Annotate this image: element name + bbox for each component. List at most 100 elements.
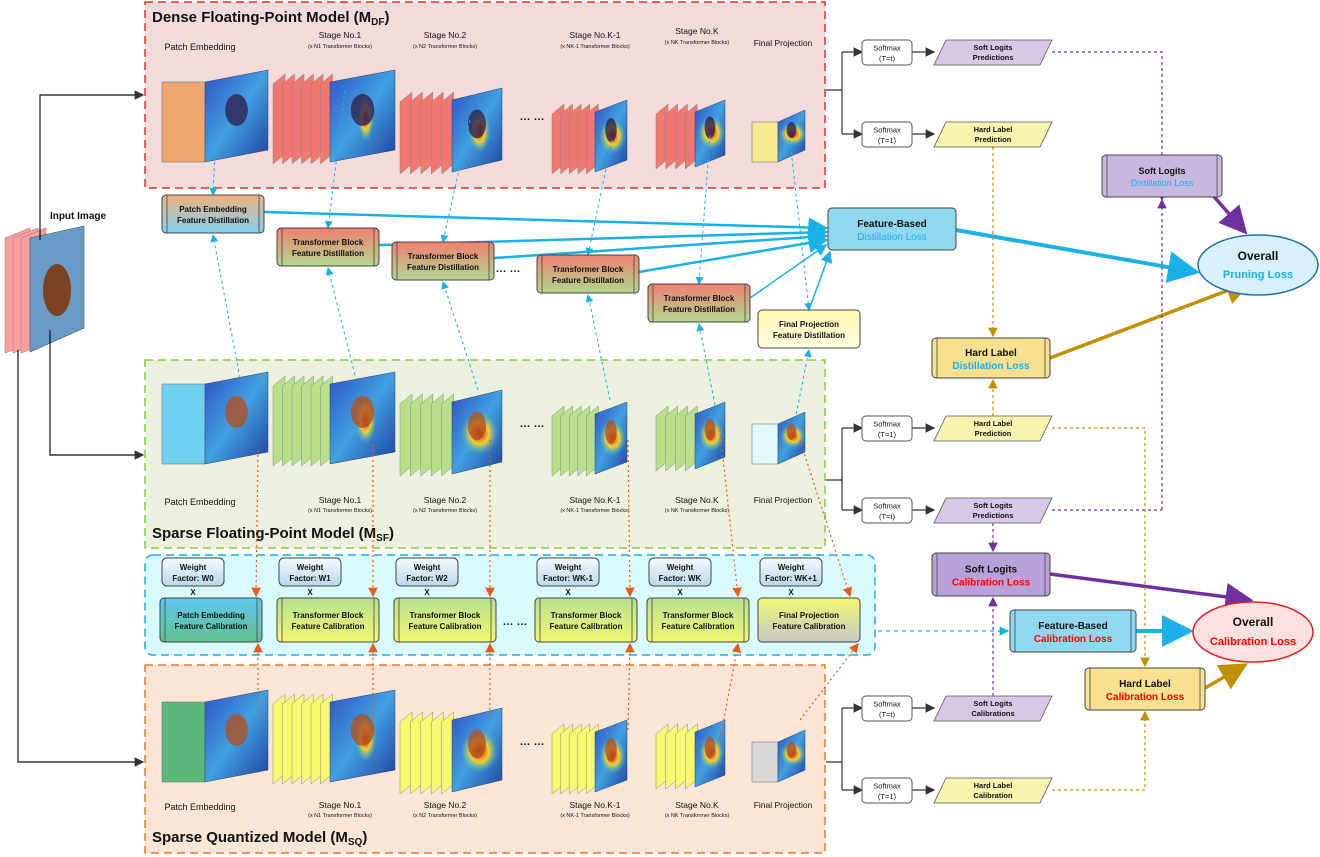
weight-factor-3-line1: Weight (555, 563, 582, 572)
output-quant_hard (933, 777, 1053, 804)
output-dense_hard-line2: Prediction (975, 135, 1012, 144)
soft-calib-to-overall-arrow (1049, 572, 1254, 611)
stage-blocks-sk: (x NK Transformer Blocks) (665, 40, 730, 46)
output-quant_soft-line1: Soft Logits (973, 699, 1012, 708)
feature-calibration-loss (1009, 609, 1137, 653)
weight-factor-2-line2: Factor: W2 (406, 574, 448, 583)
dense-model-title: Dense Floating-Point Model (MDF) (152, 9, 390, 28)
input-to-quant-arrow (17, 350, 145, 767)
stage-label-s1: Stage No.1 (319, 495, 362, 505)
softmax-hard-box-line2: (T=1) (878, 136, 897, 145)
softmax-hard-box (861, 777, 913, 804)
calibration-box-0-line1: Patch Embedding (177, 611, 245, 620)
softmax-hard-box (861, 121, 913, 148)
horse-icon (225, 714, 248, 746)
feature-distillation-loss-line2: Distillation Loss (857, 232, 926, 243)
stage-label-sk: Stage No.K (675, 495, 719, 505)
softmax-soft-box (861, 497, 913, 524)
input-image-label: Input Image (50, 211, 107, 222)
calibration-box-4-line1: Transformer Block (663, 611, 734, 620)
dense-to-distill-arrow (789, 139, 813, 311)
horse-icon (786, 424, 797, 440)
horse-icon (704, 736, 716, 759)
quant-hard-to-calib (1052, 710, 1150, 791)
softmax-hard-box (861, 415, 913, 442)
distillation-box-3-line2: Feature Distillation (552, 276, 624, 285)
overall-calibration-loss-line1: Overall (1233, 615, 1274, 629)
distillation-box-3-line1: Transformer Block (553, 265, 624, 274)
distillation-box-5-line1: Final Projection (779, 320, 839, 329)
calibration-box-5 (757, 597, 861, 643)
sparse-to-distill-arrow (210, 234, 241, 379)
weight-factor-5-line1: Weight (778, 563, 805, 572)
soft-logits-distillation-loss (1101, 154, 1223, 198)
branch-line (826, 708, 843, 790)
distill-to-loss-arrow (638, 233, 829, 274)
ellipsis: … … (519, 111, 544, 123)
feature-distillation-loss-line1: Feature-Based (857, 219, 926, 230)
stage-label-final: Final Projection (754, 800, 813, 810)
calibration-box-2-line2: Feature Calibration (409, 622, 482, 631)
softmax-hard-box-line2: (T=1) (878, 430, 897, 439)
stage-label-s2: Stage No.2 (424, 800, 467, 810)
stage-label-patch: Patch Embedding (164, 497, 235, 507)
dense-to-distill-arrow (440, 119, 471, 243)
multiply-sign: X (677, 588, 683, 597)
dense-to-distill-arrow (695, 134, 711, 285)
hard-label-distillation-loss-line2: Distillation Loss (952, 361, 1030, 372)
horse-icon (350, 396, 375, 428)
softmax-hard-box-line1: Softmax (873, 126, 901, 135)
stage-blocks-sk1: (x NK-1 Transformer Blocks) (560, 813, 630, 819)
horse-icon (225, 396, 248, 428)
hard-label-calibration-loss-line1: Hard Label (1119, 679, 1171, 690)
distillation-box-5-line2: Feature Distillation (773, 331, 845, 340)
horse-icon (786, 742, 797, 758)
weight-factor-0-line2: Factor: W0 (172, 574, 214, 583)
stage-blocks-s2: (x N2 Transformer Blocks) (413, 508, 477, 514)
output-sparse_soft-line2: Predictions (973, 511, 1014, 520)
soft-logits-distillation-loss-line2: Distillation Loss (1131, 178, 1194, 188)
feature-distillation-loss (827, 207, 957, 251)
ellipsis: … … (519, 418, 544, 430)
stage-blocks-sk1: (x NK-1 Transformer Blocks) (560, 44, 630, 50)
quant-to-calib-arrow (719, 642, 742, 741)
sparse-to-distill-arrow (325, 267, 356, 376)
quant-final-block (751, 741, 779, 783)
horse-icon (468, 729, 486, 759)
distillation-box-0-line1: Patch Embedding (179, 205, 247, 214)
stage-label-patch: Patch Embedding (164, 42, 235, 52)
weight-factor-3-line2: Factor: WK-1 (543, 574, 593, 583)
multiply-sign: X (424, 588, 430, 597)
horse-icon (704, 116, 716, 139)
distillation-box-2-line1: Transformer Block (408, 252, 479, 261)
weight-factor-1-line1: Weight (297, 563, 324, 572)
hard-label-calibration-loss-line2: Calibration Loss (1106, 692, 1185, 703)
distillation-box-2 (391, 241, 495, 281)
overall-pruning-loss-line2: Pruning Loss (1223, 269, 1293, 281)
hard-label-distillation-loss-line1: Hard Label (965, 348, 1017, 359)
horse-icon (605, 738, 617, 762)
weight-factor-4-line2: Factor: WK (659, 574, 702, 583)
quant-to-calib-arrow (799, 643, 859, 721)
calibration-box-3 (534, 597, 638, 643)
output-dense_hard-line1: Hard Label (974, 125, 1013, 134)
ellipsis: … … (519, 736, 544, 748)
horse-icon (350, 94, 375, 126)
input-to-sparse-arrow (49, 330, 145, 460)
horse-icon (704, 418, 716, 441)
ellipsis: … … (495, 263, 520, 275)
calibration-box-1-line1: Transformer Block (293, 611, 364, 620)
dense-patch-block (161, 81, 206, 163)
overall-calibration-loss-line2: Calibration Loss (1210, 636, 1296, 648)
stage-label-s2: Stage No.2 (424, 495, 467, 505)
weight-factor-1-line2: Factor: W1 (289, 574, 331, 583)
stage-label-sk1: Stage No.K-1 (569, 495, 620, 505)
stage-blocks-sk1: (x NK-1 Transformer Blocks) (560, 508, 630, 514)
horse-icon (468, 109, 486, 139)
sparse-hard-to-calib (1052, 427, 1150, 668)
horse-icon (350, 714, 375, 746)
calibration-box-3-line1: Transformer Block (551, 611, 622, 620)
stage-label-final: Final Projection (754, 495, 813, 505)
quant-to-calib-arrow (625, 642, 635, 731)
